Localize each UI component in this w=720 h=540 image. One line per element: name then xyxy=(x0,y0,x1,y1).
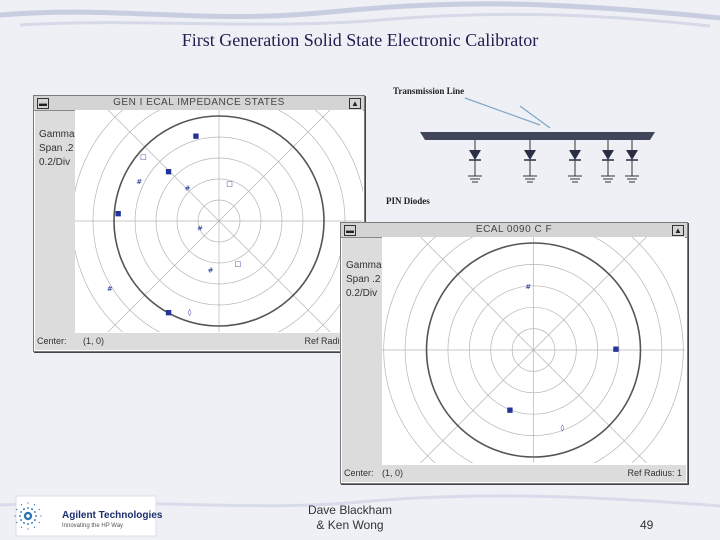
author-line-1: Dave Blackham xyxy=(307,503,393,517)
span-label: Span .2 xyxy=(39,143,74,154)
pin-diode-icon xyxy=(569,150,581,160)
impedance-marker[interactable]: □ xyxy=(226,180,233,188)
status-bar: Center: (1, 0) Ref Radius: 1 xyxy=(35,333,363,350)
author-credit: Dave Blackham & Ken Wong xyxy=(290,503,410,533)
impedance-marker[interactable]: # xyxy=(525,283,531,291)
center-label: Center: xyxy=(344,468,374,478)
impedance-marker[interactable]: ■ xyxy=(193,132,200,140)
transmission-line-label: Transmission Line xyxy=(393,86,465,96)
ref-radius-label: Ref Radius: 1 xyxy=(304,336,359,346)
pin-diode-icon xyxy=(469,150,481,160)
window-title: GEN I ECAL IMPEDANCE STATES xyxy=(113,97,285,108)
polar-grid xyxy=(75,110,363,332)
unit-circle xyxy=(425,242,642,458)
pin-diodes-label: PIN Diodes xyxy=(386,196,430,206)
window-title-bar[interactable]: ▬ ECAL 0090 C F ▲ xyxy=(341,223,687,238)
impedance-marker[interactable]: ◊ xyxy=(561,424,565,432)
logo-name: Agilent Technologies xyxy=(62,510,163,521)
impedance-marker[interactable]: ■ xyxy=(507,406,514,414)
pin-diode-diagram xyxy=(420,97,655,183)
window-title: ECAL 0090 C F xyxy=(475,224,553,235)
impedance-marker[interactable]: ■ xyxy=(115,210,122,218)
scale-label: 0.2/Div xyxy=(39,157,71,168)
center-label: Center: xyxy=(37,336,67,346)
pin-diode-icon xyxy=(602,150,614,160)
impedance-marker[interactable]: ■ xyxy=(613,345,620,353)
page-number: 49 xyxy=(640,518,654,532)
maximize-button[interactable]: ▲ xyxy=(672,225,684,236)
impedance-marker[interactable]: □ xyxy=(140,153,147,161)
impedance-marker[interactable]: # xyxy=(107,285,113,293)
sidebar: Gamma Span .2 0.2/Div xyxy=(342,238,382,465)
author-line-2: & Ken Wong xyxy=(316,518,384,532)
sidebar: Gamma Span .2 0.2/Div xyxy=(35,111,75,333)
window-menu-button[interactable]: ▬ xyxy=(37,98,49,109)
maximize-button[interactable]: ▲ xyxy=(349,98,361,109)
polar-grid xyxy=(382,237,685,463)
logo-tagline: Innovating the HP Way xyxy=(62,523,124,529)
agilent-logo-icon xyxy=(14,502,42,530)
window-title-bar[interactable]: ▬ GEN I ECAL IMPEDANCE STATES ▲ xyxy=(34,96,364,111)
polar-plot-left[interactable]: ■ □ ■ # # □ ■ # # # □ ■ ◊ xyxy=(75,110,363,332)
impedance-marker[interactable]: # xyxy=(185,184,191,192)
slide-title: First Generation Solid State Electronic … xyxy=(181,30,539,50)
center-value: (1, 0) xyxy=(382,468,404,478)
impedance-marker[interactable]: # xyxy=(208,266,214,274)
scale-label: 0.2/Div xyxy=(346,288,378,299)
pin-diode-icon xyxy=(524,150,536,160)
impedance-marker[interactable]: ◊ xyxy=(188,308,192,316)
impedance-marker[interactable]: ■ xyxy=(165,308,172,316)
impedance-marker[interactable]: # xyxy=(136,178,142,186)
span-label: Span .2 xyxy=(346,274,381,285)
window-menu-button[interactable]: ▬ xyxy=(344,225,356,236)
polar-plot-right[interactable]: # ■ ■ ◊ xyxy=(382,237,685,463)
pin-diode-icon xyxy=(626,150,638,160)
center-value: (1, 0) xyxy=(83,336,105,346)
impedance-marker[interactable]: # xyxy=(197,224,203,232)
impedance-marker[interactable]: □ xyxy=(235,260,242,268)
ref-radius-label: Ref Radius: 1 xyxy=(627,468,682,478)
gamma-label: Gamma xyxy=(39,129,75,140)
gamma-label: Gamma xyxy=(346,260,382,271)
status-bar: Center: (1, 0) Ref Radius: 1 xyxy=(342,465,686,482)
impedance-marker[interactable]: ■ xyxy=(165,168,172,176)
unit-circle xyxy=(113,115,325,327)
